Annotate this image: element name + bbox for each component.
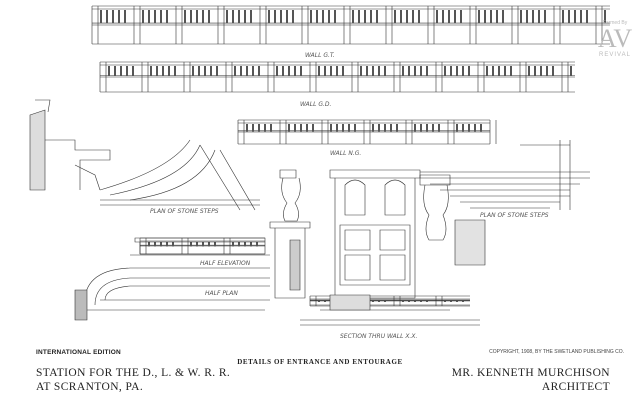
edition-label: INTERNATIONAL EDITION <box>36 349 121 356</box>
section-thru-wall <box>300 294 480 326</box>
label-wall-2: WALL G.D. <box>300 101 332 108</box>
label-section: SECTION THRU WALL X.X. <box>340 333 418 340</box>
gate-pier-elevation <box>329 169 451 299</box>
watermark-logo: Farmed By AV REVIVAL <box>590 20 640 65</box>
half-plan <box>74 267 270 321</box>
project-title-line1: STATION FOR THE D., L. & W. R. R. <box>36 367 231 379</box>
watermark-bottom: REVIVAL <box>599 52 631 58</box>
label-plan-steps-right: PLAN OF STONE STEPS <box>480 212 549 219</box>
plate-caption: DETAILS OF ENTRANCE AND ENTOURAGE <box>237 358 403 366</box>
watermark-mark: AV <box>597 24 633 53</box>
label-plan-steps-left: PLAN OF STONE STEPS <box>150 208 219 215</box>
copyright-notice: COPYRIGHT, 1908, BY THE SWETLAND PUBLISH… <box>489 349 624 355</box>
curved-steps-plan <box>99 139 260 211</box>
project-title-line2: AT SCRANTON, PA. <box>36 381 144 393</box>
wall-n-g-elevation <box>237 119 497 145</box>
watermark-top: Farmed By <box>602 20 628 26</box>
label-wall-1: WALL G.T. <box>305 52 335 59</box>
wall-section-detail-left <box>29 99 111 191</box>
wall-g-d-elevation <box>99 61 575 93</box>
label-half-plan: HALF PLAN <box>205 290 238 297</box>
pier-section-detail <box>269 169 311 299</box>
half-elevation-balustrade <box>139 237 265 255</box>
architect-name: MR. KENNETH MURCHISON <box>451 367 610 379</box>
wall-g-t-elevation <box>91 5 610 45</box>
architect-title: ARCHITECT <box>541 381 610 393</box>
balustrade-elevations <box>91 5 610 307</box>
label-half-elevation: HALF ELEVATION <box>200 260 251 267</box>
right-steps-plan <box>420 140 590 266</box>
architectural-drawing <box>29 5 610 326</box>
label-wall-3: WALL N.G. <box>330 150 362 157</box>
half-elevation <box>130 237 270 256</box>
